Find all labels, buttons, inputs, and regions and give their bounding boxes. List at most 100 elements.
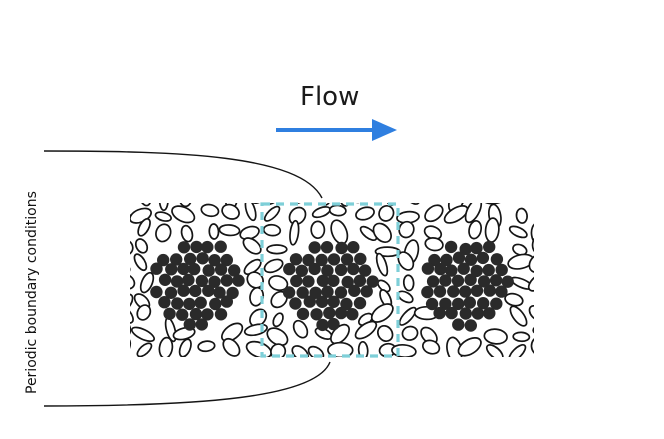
outline-grain [208, 223, 220, 240]
outline-grain [243, 258, 262, 275]
cluster-particle [232, 274, 245, 287]
cluster-particle [327, 295, 340, 308]
cluster-particle [425, 297, 439, 311]
cluster-particle [296, 307, 310, 321]
outline-grain [443, 205, 469, 224]
cluster-particle [452, 297, 465, 311]
cluster-particle [150, 285, 163, 299]
cluster-particle [444, 240, 458, 254]
outline-grain [178, 338, 192, 357]
cluster-particle [464, 319, 477, 332]
cluster-particle [360, 285, 373, 298]
cluster-particle [459, 242, 472, 256]
outline-grain [421, 339, 441, 355]
particle-cluster [282, 241, 379, 332]
outline-grain [532, 323, 534, 336]
outline-grain [134, 238, 149, 254]
cluster-particle [164, 286, 178, 299]
cluster-particle [188, 262, 201, 276]
cluster-particle [195, 274, 209, 288]
outline-grain [266, 327, 289, 347]
outline-grain [222, 337, 241, 357]
cluster-particle [176, 308, 189, 321]
outline-grain [110, 226, 129, 236]
outline-grain [355, 206, 375, 221]
cluster-particle [358, 264, 372, 277]
cluster-particle [459, 285, 472, 298]
particle-clusters [150, 240, 514, 332]
outline-grain [288, 206, 307, 226]
cluster-particle [208, 254, 221, 267]
cluster-particle [421, 285, 434, 299]
cluster-particle [321, 264, 334, 277]
cluster-particle [346, 308, 359, 321]
cluster-particle [334, 263, 348, 277]
outline-grain [130, 326, 156, 343]
outline-grain [130, 272, 136, 290]
cluster-particle [157, 253, 170, 267]
outline-grain [402, 274, 415, 292]
cluster-particle [445, 306, 458, 320]
outline-grain [137, 217, 151, 237]
cluster-particle [470, 284, 484, 297]
cluster-particle [183, 297, 196, 311]
cluster-particle [220, 253, 233, 267]
cluster-particle [347, 241, 360, 254]
outline-grain [139, 271, 155, 294]
outline-grain [130, 210, 132, 223]
outline-grain [268, 275, 289, 292]
cluster-particle [214, 263, 228, 276]
outline-grain [272, 312, 284, 328]
cluster-particle [483, 240, 496, 254]
cluster-particle [303, 295, 316, 308]
outline-grain [483, 328, 508, 345]
cluster-particle [214, 240, 227, 253]
cluster-particle [459, 307, 472, 320]
outline-grain [130, 262, 131, 275]
cluster-particle [428, 253, 441, 267]
outline-grain [262, 223, 282, 237]
cluster-particle [334, 306, 348, 320]
outline-grain [247, 203, 264, 205]
cluster-particle [202, 284, 215, 297]
outline-grain [178, 203, 193, 208]
outline-grain [244, 203, 257, 222]
cluster-particle [490, 297, 503, 310]
cluster-particle [308, 262, 321, 276]
cluster-particle [452, 251, 466, 264]
cluster-particle [163, 307, 176, 320]
outline-grain [457, 336, 482, 357]
outline-grain [116, 189, 128, 206]
boundary-bracket [43, 150, 331, 407]
outline-grain [171, 205, 196, 224]
outline-grain [378, 204, 395, 222]
outline-grain [538, 184, 553, 210]
cluster-particle [213, 286, 226, 299]
outline-grain [515, 207, 528, 224]
particle-cluster [150, 240, 245, 331]
outline-grain [220, 322, 244, 343]
cluster-particle [433, 306, 446, 320]
cluster-particle [440, 253, 453, 267]
outline-grain [154, 211, 172, 222]
cluster-particle [170, 275, 184, 288]
outline-grain [464, 183, 485, 202]
cluster-particle [295, 264, 308, 277]
cluster-particle [290, 274, 303, 288]
particle-cluster [421, 240, 514, 332]
cluster-particle [226, 286, 239, 300]
outline-grain [136, 342, 153, 357]
outline-grain [508, 344, 527, 357]
cluster-particle [445, 264, 458, 277]
cluster-particle [228, 264, 241, 277]
outline-grain [289, 219, 300, 246]
cluster-particle [327, 274, 340, 287]
cluster-particle [189, 307, 203, 321]
cluster-particle [201, 308, 214, 321]
cluster-particle [296, 286, 309, 299]
outline-grain [263, 205, 281, 222]
boundary-label: Periodic boundary conditions [24, 191, 40, 394]
outline-grain [422, 184, 443, 203]
